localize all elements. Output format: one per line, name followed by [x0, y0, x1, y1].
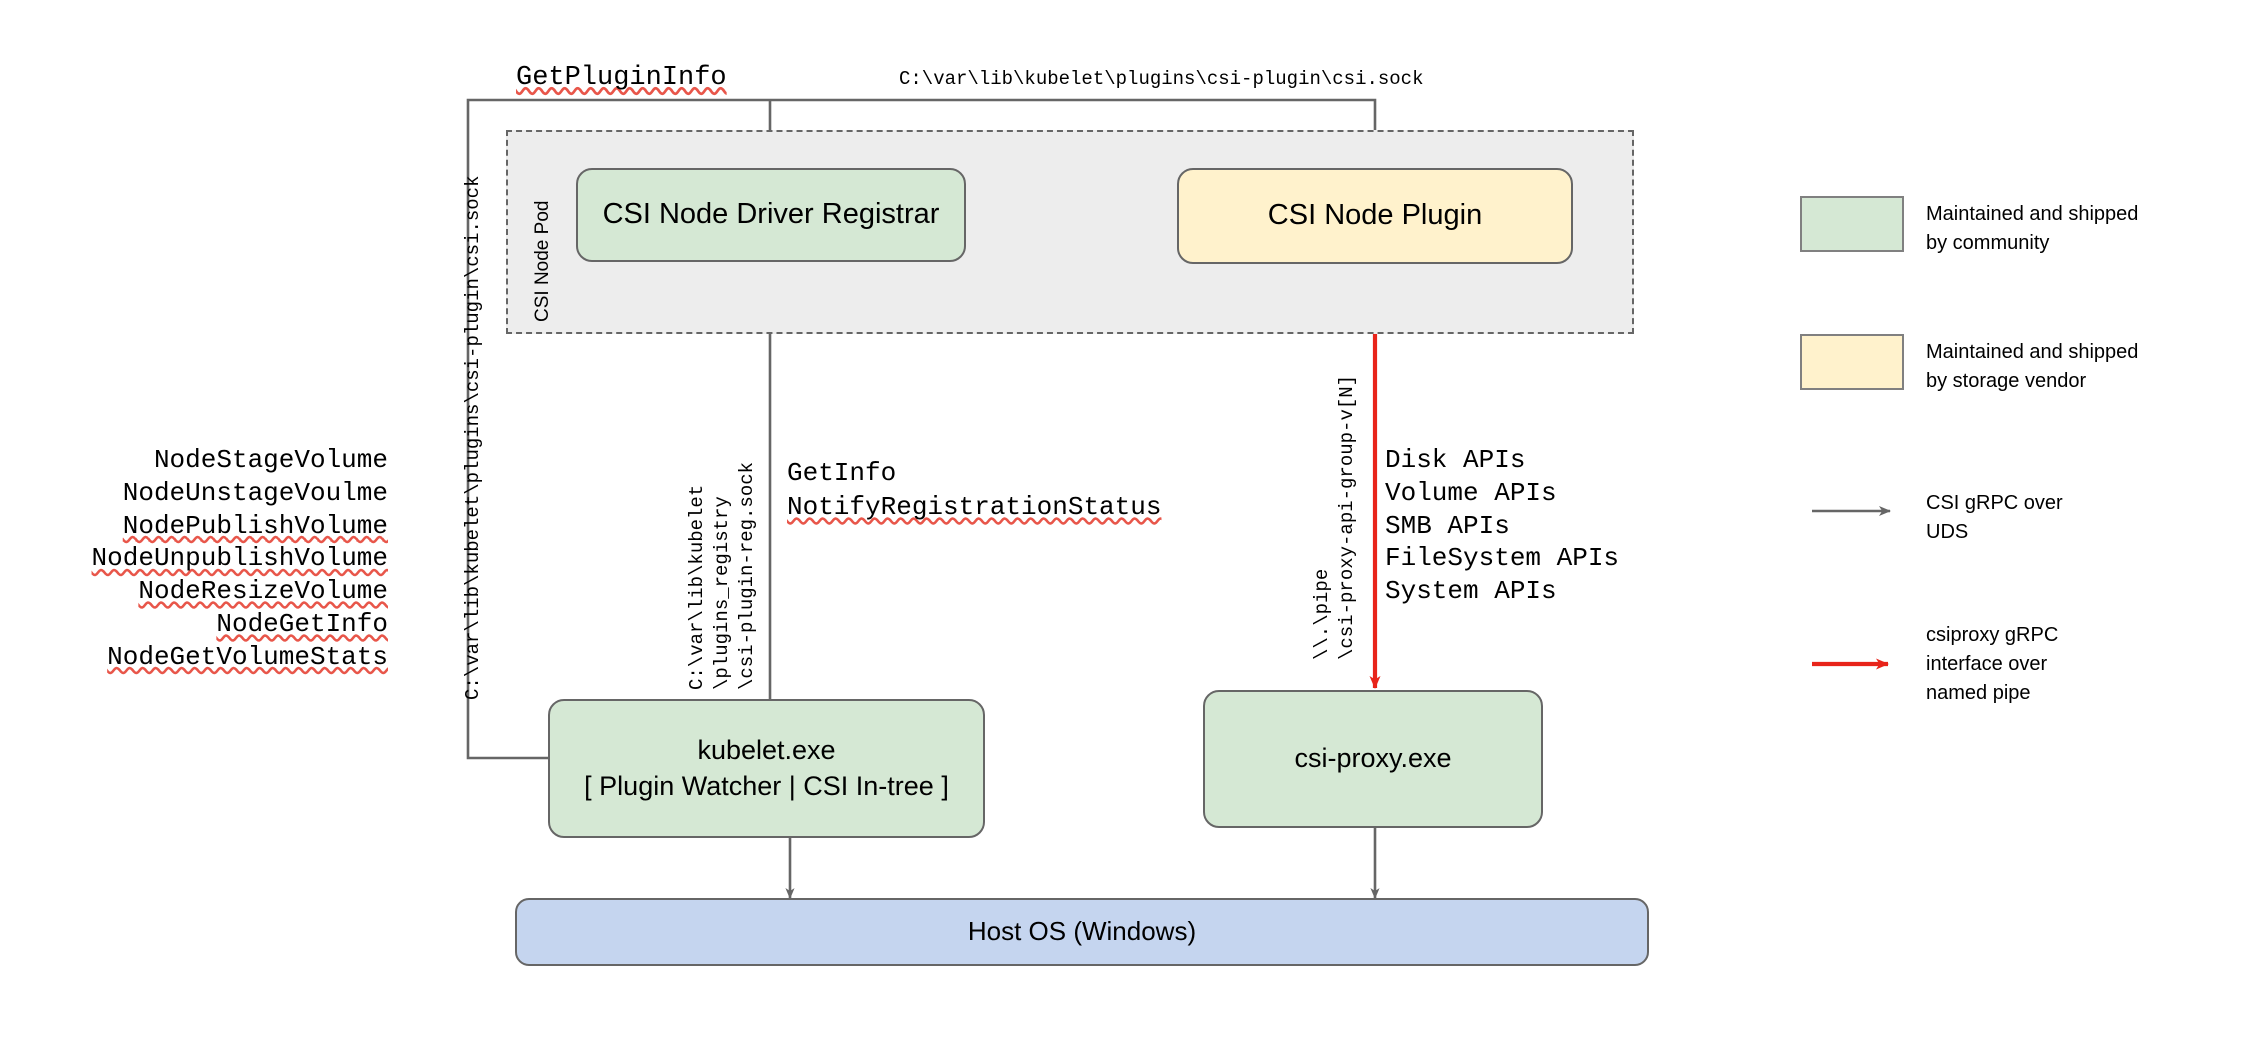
label-get-info: GetInfo — [787, 458, 897, 488]
legend-label-csiproxy-named-pipe: csiproxy gRPC interface over named pipe — [1926, 621, 2058, 708]
list-item: NodeUnpublishVolume — [91, 543, 388, 574]
label-registry-sock-line3: \csi-plugin-reg.sock — [736, 461, 758, 690]
node-csi-node-plugin-label: CSI Node Plugin — [1267, 199, 1483, 232]
node-host-os-label: Host OS (Windows) — [967, 916, 1197, 947]
label-notify-registration-status: NotifyRegistrationStatus — [787, 492, 1162, 522]
legend-line: by community — [1926, 232, 2050, 254]
legend-label-vendor: Maintained and shipped by storage vendor — [1926, 338, 2138, 396]
label-registry-sock-line1: C:\var\lib\kubelet — [686, 484, 708, 690]
label-csi-sock-path-left: C:\var\lib\kubelet\plugins\csi-plugin\cs… — [462, 175, 484, 701]
label-named-pipe-line1: \\.\pipe — [1311, 568, 1333, 660]
legend-line: Maintained and shipped — [1926, 203, 2139, 225]
label-csi-sock-path-top: C:\var\lib\kubelet\plugins\csi-plugin\cs… — [899, 68, 1424, 90]
legend-line: UDS — [1926, 521, 1969, 543]
legend-line: Maintained and shipped — [1926, 341, 2139, 363]
list-item: FileSystem APIs — [1385, 543, 1620, 574]
list-item: NodePublishVolume — [122, 510, 388, 541]
node-kubelet-exe[interactable]: kubelet.exe [ Plugin Watcher | CSI In-tr… — [548, 699, 985, 838]
node-service-call-list: NodeStageVolume NodeUnstageVoulme NodePu… — [88, 444, 388, 673]
label-get-plugin-info: GetPluginInfo — [516, 63, 727, 93]
node-kubelet-exe-label-primary: kubelet.exe — [697, 735, 836, 766]
node-host-os[interactable]: Host OS (Windows) — [515, 898, 1649, 966]
node-csi-node-driver-registrar[interactable]: CSI Node Driver Registrar — [576, 168, 966, 262]
list-item: NodeStageVolume — [153, 445, 388, 475]
legend-swatch-community — [1800, 196, 1904, 252]
csi-node-pod-label: CSI Node Pod — [532, 200, 553, 322]
edge-getplugininfo-to-node-plugin — [466, 98, 1380, 760]
legend-line: CSI gRPC over — [1926, 492, 2063, 514]
label-named-pipe-line2: \csi-proxy-api-group-v[N] — [1336, 374, 1358, 660]
legend-line: by storage vendor — [1926, 370, 2087, 392]
list-item: System APIs — [1385, 576, 1557, 606]
legend-line: csiproxy gRPC — [1926, 624, 2059, 646]
node-csi-node-driver-registrar-label: CSI Node Driver Registrar — [602, 198, 940, 231]
csi-proxy-api-list: Disk APIs Volume APIs SMB APIs FileSyste… — [1385, 444, 1619, 608]
list-item: NodeResizeVolume — [138, 576, 388, 606]
list-item: NodeGetInfo — [216, 608, 388, 639]
list-item: NodeGetVolumeStats — [107, 641, 388, 672]
legend-swatch-vendor — [1800, 334, 1904, 390]
list-item: Volume APIs — [1385, 477, 1557, 508]
node-csi-node-plugin[interactable]: CSI Node Plugin — [1177, 168, 1573, 264]
legend-label-community: Maintained and shipped by community — [1926, 200, 2138, 258]
label-registry-sock-line2: \plugins_registry — [711, 496, 733, 690]
legend-label-csi-grpc-uds: CSI gRPC over UDS — [1926, 489, 2063, 547]
legend-line: interface over — [1926, 653, 2048, 675]
node-kubelet-exe-label-secondary: [ Plugin Watcher | CSI In-tree ] — [584, 770, 949, 801]
list-item: NodeUnstageVoulme — [122, 477, 388, 508]
node-csi-proxy-exe-label: csi-proxy.exe — [1294, 743, 1452, 774]
node-csi-proxy-exe[interactable]: csi-proxy.exe — [1203, 690, 1543, 828]
list-item: SMB APIs — [1385, 510, 1510, 541]
list-item: Disk APIs — [1385, 445, 1526, 475]
legend-line: named pipe — [1926, 682, 2031, 704]
